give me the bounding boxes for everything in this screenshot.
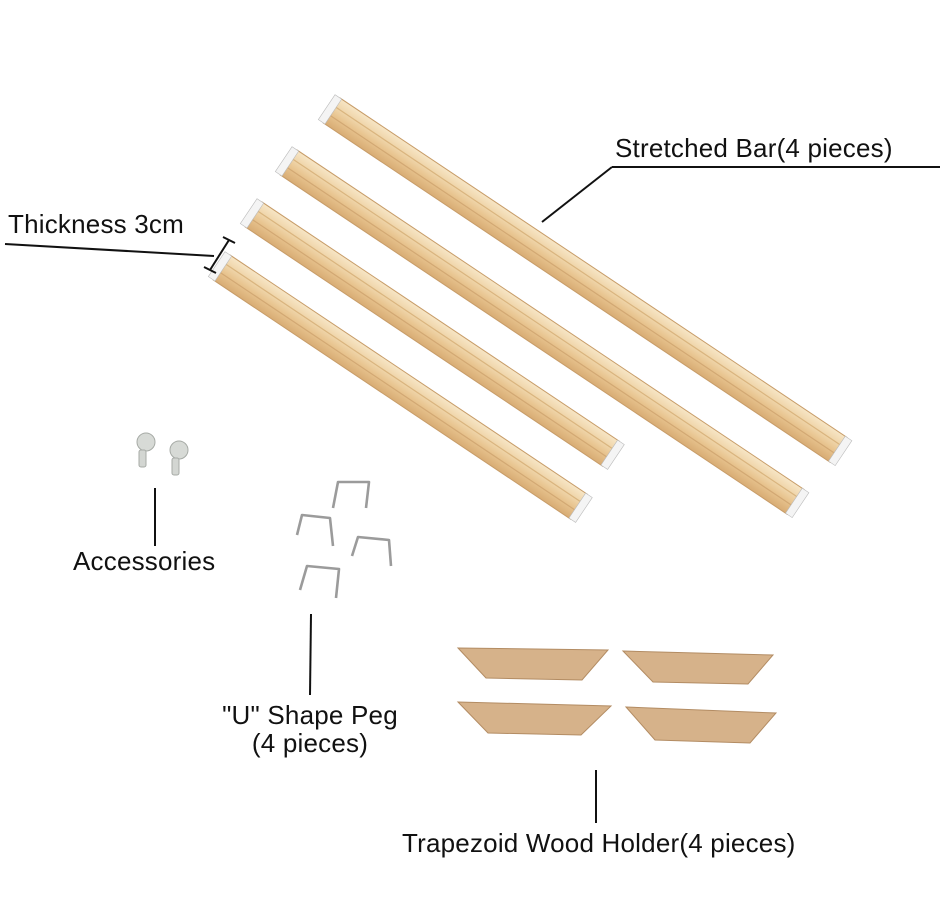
trapezoid-holder bbox=[621, 650, 775, 685]
hanger-hook bbox=[169, 440, 189, 476]
thickness-marker bbox=[4, 236, 236, 274]
u-peg bbox=[350, 535, 393, 567]
trapezoid-holder bbox=[624, 706, 778, 744]
u-shape-pegs bbox=[295, 480, 393, 599]
u-peg-label-line2: (4 pieces) bbox=[251, 728, 369, 758]
u-peg-label: "U" Shape Peg (4 pieces) bbox=[200, 702, 420, 756]
accessories-label: Accessories bbox=[73, 546, 216, 576]
u-peg bbox=[331, 480, 371, 509]
u-peg bbox=[298, 564, 341, 599]
stretcher-bar bbox=[207, 251, 593, 523]
stretched-bar-callout bbox=[541, 166, 940, 223]
u-peg bbox=[295, 513, 335, 547]
stretcher-bar bbox=[274, 146, 810, 519]
trapezoid-holder bbox=[456, 701, 613, 736]
u-peg-callout bbox=[309, 613, 312, 696]
trapezoid-holders bbox=[456, 647, 778, 744]
hanger-hook bbox=[136, 432, 156, 468]
u-peg-label-line1: "U" Shape Peg bbox=[222, 700, 398, 730]
trapezoid-label: Trapezoid Wood Holder(4 pieces) bbox=[402, 828, 796, 858]
stretcher-bar bbox=[317, 94, 853, 467]
trapezoid-holder bbox=[456, 647, 610, 681]
thickness-label: Thickness 3cm bbox=[8, 209, 184, 239]
stretched-bar-label: Stretched Bar(4 pieces) bbox=[615, 133, 893, 163]
accessories bbox=[136, 432, 189, 476]
stretcher-bars bbox=[207, 94, 853, 523]
stretcher-bar bbox=[239, 198, 625, 470]
